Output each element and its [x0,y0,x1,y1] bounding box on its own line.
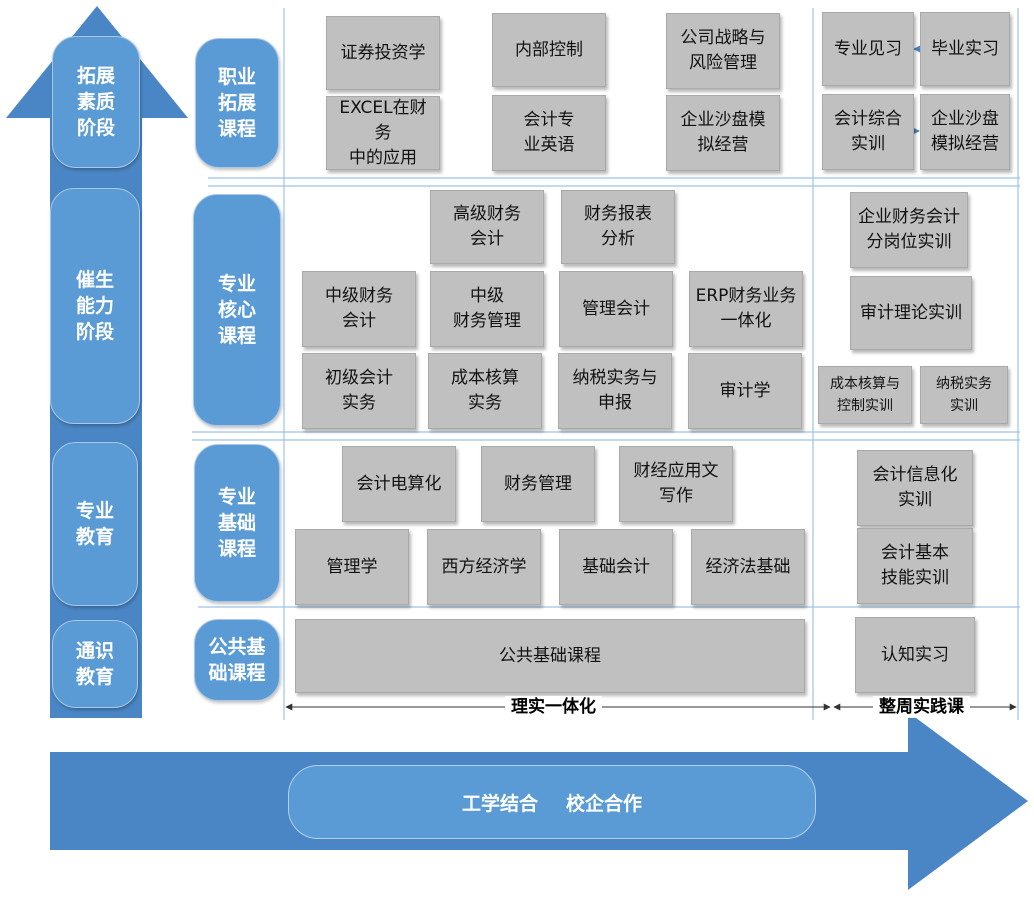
category-career-extension-pill: 职业 拓展 课程 [195,38,279,168]
integrated-axis-label: 理实一体化 [505,696,602,718]
stage-general-pill: 通识 教育 [52,620,138,708]
category-core-pill: 专业 核心 课程 [193,194,281,426]
stage-extension-pill: 拓展 素质 阶段 [52,36,140,168]
course-box: 财务报表 分析 [561,190,675,264]
course-box: 初级会计 实务 [302,353,416,429]
stage-ability-pill: 催生 能力 阶段 [50,188,140,424]
practice-box: 会计综合 实训 [822,94,914,170]
course-box: 基础会计 [559,529,673,605]
course-box: 公共基础课程 [295,619,805,693]
column-separators [283,8,1019,720]
course-box: 公司战略与 风险管理 [666,13,780,89]
course-box: 管理会计 [559,271,673,347]
course-box: 成本核算 实务 [428,353,542,429]
practice-box: 毕业实习 [920,12,1010,86]
course-box: 内部控制 [492,13,606,87]
course-box: 经济法基础 [691,529,805,605]
course-box: EXCEL在财务 中的应用 [326,96,440,170]
practice-box: 会计信息化 实训 [857,450,973,526]
practice-box: 认知实习 [855,617,975,693]
practice-box: 审计理论实训 [850,276,972,350]
course-box: 管理学 [295,529,409,605]
cooperation-banner: 工学结合 校企合作 [288,765,816,839]
practice-box: 企业沙盘 模拟经营 [920,94,1010,170]
course-box: ERP财务业务 一体化 [689,271,803,347]
practice-box: 企业财务会计 分岗位实训 [850,192,968,268]
stage-professional-pill: 专业 教育 [52,442,138,606]
weekly-axis-label: 整周实践课 [873,696,970,718]
banner-right-text: 校企合作 [566,792,643,815]
banner-left-text: 工学结合 [461,792,538,815]
course-box: 财务管理 [481,446,595,522]
course-box: 审计学 [688,353,802,429]
course-box: 财经应用文 写作 [619,446,733,522]
course-box: 纳税实务与 申报 [558,353,672,429]
practice-box: 专业见习 [822,12,914,86]
row-separators [192,177,1020,608]
practice-box: 会计基本 技能实训 [857,528,973,604]
category-public-pill: 公共基 础课程 [194,619,280,701]
course-box: 西方经济学 [427,529,541,605]
course-box: 会计电算化 [342,446,456,522]
course-box: 高级财务 会计 [430,190,544,264]
course-box: 中级 财务管理 [430,271,544,347]
category-foundation-pill: 专业 基础 课程 [194,444,280,602]
practice-box: 成本核算与 控制实训 [818,366,912,424]
course-box: 会计专 业英语 [492,95,606,171]
course-box: 证券投资学 [326,16,440,90]
practice-box: 纳税实务 实训 [920,366,1008,424]
course-box: 中级财务 会计 [302,271,416,347]
course-box: 企业沙盘模 拟经营 [666,95,780,171]
